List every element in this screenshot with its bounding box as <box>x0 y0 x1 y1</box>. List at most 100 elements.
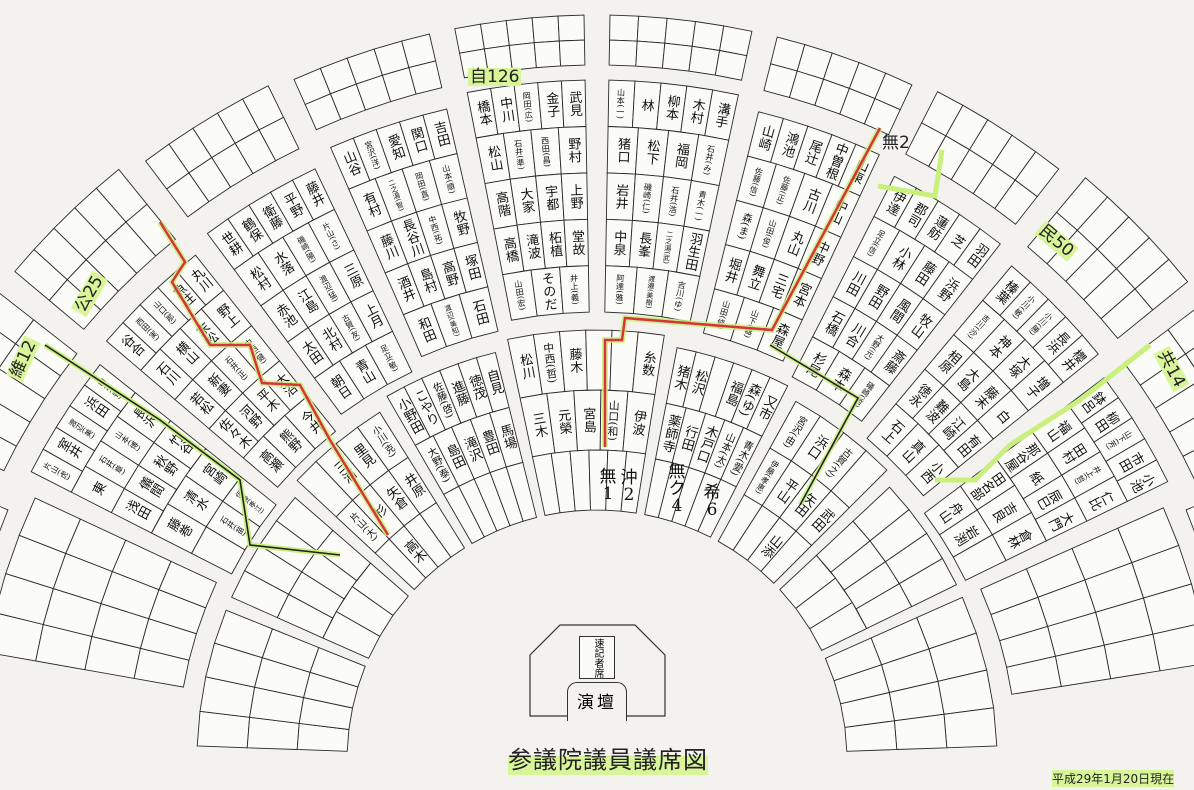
seat <box>809 601 868 651</box>
seat-name: 溝手 <box>711 101 731 130</box>
seat-name: 長峯 <box>635 231 653 259</box>
seat <box>1182 450 1194 480</box>
seat <box>258 116 300 162</box>
seat <box>844 720 898 752</box>
seat-name: 渡邉(美樹) <box>644 274 656 309</box>
stenographer-seat: 速記者席 <box>579 636 615 679</box>
seat-name: 松沢 <box>688 367 710 397</box>
seat <box>1100 288 1154 340</box>
seat-name: 大家 <box>517 187 536 215</box>
seat <box>691 20 725 52</box>
seat <box>505 17 535 46</box>
seat <box>697 478 737 538</box>
seat-name: 岡田(広) <box>522 91 535 123</box>
seat <box>309 647 366 688</box>
opposition-boundary-line-dark <box>769 344 860 506</box>
seat <box>419 502 466 558</box>
party-label-ldp: 自126 <box>468 67 522 87</box>
seat <box>756 307 803 362</box>
seat <box>863 98 901 136</box>
seat-name: 関口 <box>407 126 429 156</box>
seat <box>664 17 697 47</box>
seat-name: 松下 <box>643 138 661 166</box>
seat-name: 石井(浩) <box>667 185 681 217</box>
seat-name: 猪口 <box>614 137 631 164</box>
seat-name: 石田 <box>469 298 491 328</box>
seat <box>533 40 562 69</box>
seat <box>158 560 217 609</box>
seat-name: 堂故 <box>569 229 586 256</box>
party-label-ind1: 無1 <box>599 467 617 504</box>
seat-name: そのだ <box>538 271 557 312</box>
seat <box>364 330 413 386</box>
ishin-boundary-line-dark <box>44 344 341 556</box>
seat-name: 磯崎(仁) <box>641 182 654 214</box>
seat <box>905 444 960 497</box>
seat-name: 中西(哲) <box>541 341 559 384</box>
seat-name: 中泉 <box>610 229 627 256</box>
seat-name: 松川 <box>516 352 536 381</box>
seat <box>408 60 443 95</box>
seat <box>994 179 1038 225</box>
seat <box>943 707 998 749</box>
podium-outline <box>529 624 666 717</box>
party-label-kibou: 希6 <box>703 483 721 520</box>
jcp-boundary-line <box>935 343 1152 483</box>
seat <box>125 203 177 257</box>
seat-name: 糸数 <box>638 349 657 377</box>
seat <box>609 14 640 42</box>
as-of-date: 平成29年1月20日現在 <box>1052 770 1175 787</box>
seat <box>557 14 585 42</box>
party-label-indclub: 無ク4 <box>668 462 686 516</box>
seat-name: 木村 <box>687 97 706 125</box>
seat-name: 柳本 <box>662 94 680 122</box>
seat-name: 野村 <box>565 137 582 164</box>
seat-name: 西田(昌) <box>540 136 553 167</box>
ruling-boundary-line-right-red <box>603 127 882 447</box>
seat-name: 山崎 <box>754 123 776 153</box>
seat-name: 猪木 <box>671 363 692 392</box>
seat <box>479 20 510 50</box>
lectern: 演壇 <box>567 682 627 721</box>
seat-name: 宮島 <box>580 406 596 433</box>
seat <box>893 713 948 750</box>
seat <box>620 450 647 514</box>
seat <box>0 506 9 532</box>
seat <box>505 461 538 522</box>
party-label-okinawa: 沖2 <box>620 468 638 505</box>
seat-name: 金子 <box>543 91 560 119</box>
seat-name: 福岡 <box>671 141 690 169</box>
seat <box>661 42 693 72</box>
seat-name: 元榮 <box>554 408 572 436</box>
party-boundary-lines <box>43 126 1152 558</box>
seat-name: 宇都 <box>542 184 560 212</box>
seat <box>688 45 721 76</box>
seat-name: 阿達(雅) <box>615 274 626 305</box>
seat-name: 石井(準) <box>513 139 527 171</box>
seat-name: 橋本 <box>473 99 493 128</box>
seat <box>635 40 666 69</box>
seat-name: 山本(一) <box>616 87 627 119</box>
seat-name: 滝波 <box>523 233 542 261</box>
chart-title: 参議院議員議席図 <box>508 740 708 775</box>
seat-name: 武見 <box>566 90 582 118</box>
seat <box>454 23 485 54</box>
seat <box>458 286 499 339</box>
seat <box>1185 506 1194 532</box>
seat <box>714 49 748 81</box>
seat-name: 三木 <box>529 411 549 440</box>
seat <box>284 395 337 450</box>
seat-blocks: 橋本中川岡田(広)金子武見松山石井(準)西田(昌)野村高階大家宇都上野高橋滝波柘… <box>0 14 1194 752</box>
party-label-ind2: 無2 <box>882 133 910 153</box>
seat <box>636 15 668 44</box>
seat <box>531 15 560 44</box>
seat <box>1006 655 1062 695</box>
seat <box>608 39 638 67</box>
seat-name: 井上(義) <box>569 273 580 305</box>
seat-name: 上野 <box>567 183 584 210</box>
seat-name: 高橋 <box>500 235 520 265</box>
ruling-boundary-line-left-red <box>158 221 390 536</box>
seat <box>760 530 813 584</box>
seat-name: 伊波 <box>629 409 648 437</box>
